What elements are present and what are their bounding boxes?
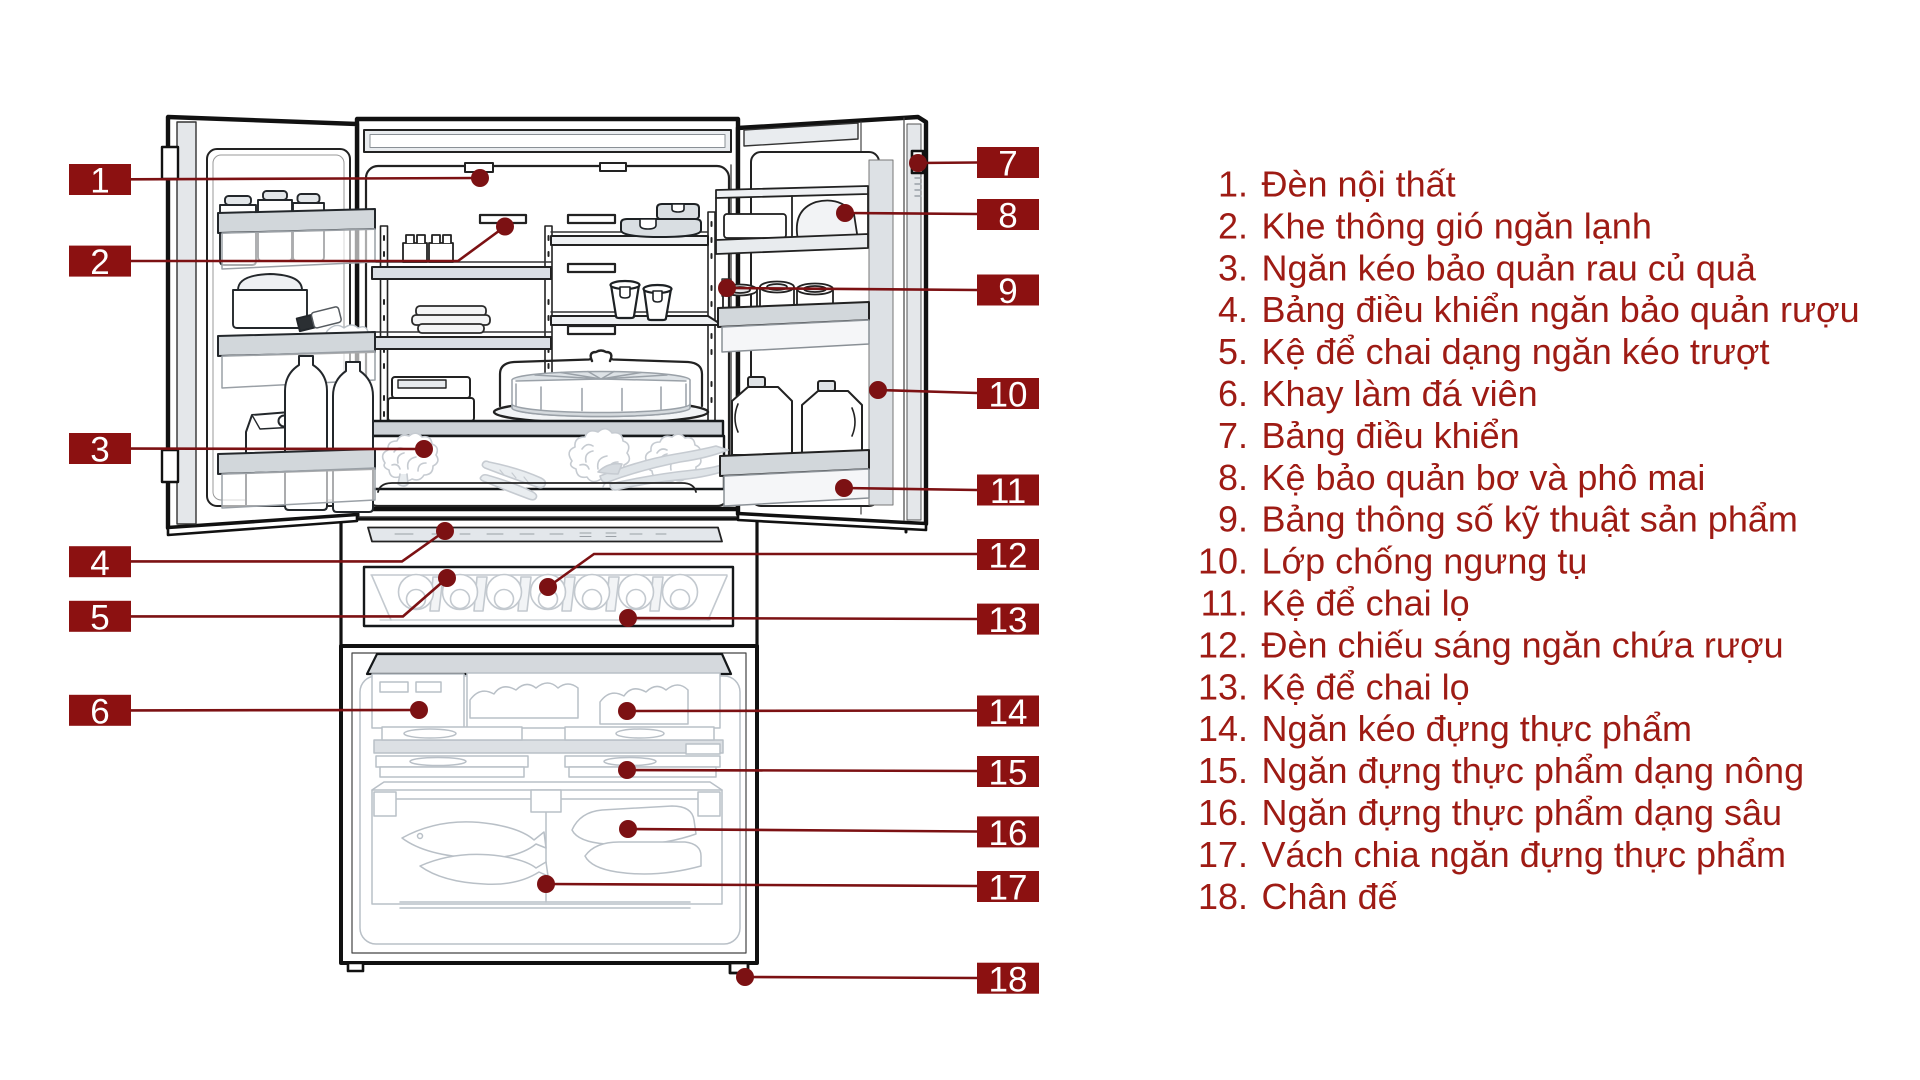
svg-text:Kệ bảo quản bơ và phô mai: Kệ bảo quản bơ và phô mai (1262, 457, 1706, 498)
svg-text:Bảng điều khiển: Bảng điều khiển (1262, 415, 1520, 456)
svg-text:10: 10 (989, 376, 1028, 415)
svg-text:16: 16 (989, 814, 1028, 853)
svg-text:17: 17 (989, 869, 1028, 908)
svg-text:Khe thông gió ngăn lạnh: Khe thông gió ngăn lạnh (1262, 205, 1652, 246)
svg-text:6.: 6. (1218, 373, 1248, 414)
svg-text:Kệ để chai lọ: Kệ để chai lọ (1262, 666, 1470, 707)
svg-text:Ngăn kéo bảo quản rau củ quả: Ngăn kéo bảo quản rau củ quả (1262, 247, 1757, 288)
svg-text:Bảng điều khiển ngăn bảo quản: Bảng điều khiển ngăn bảo quản rượu (1262, 289, 1860, 330)
svg-text:Đèn nội thất: Đèn nội thất (1262, 164, 1456, 205)
svg-text:2: 2 (90, 243, 109, 282)
svg-text:4: 4 (90, 544, 109, 583)
svg-text:Khay làm đá viên: Khay làm đá viên (1262, 373, 1538, 414)
svg-text:Lớp chống ngưng tụ: Lớp chống ngưng tụ (1262, 541, 1588, 582)
svg-text:14.: 14. (1198, 708, 1248, 749)
svg-text:18: 18 (989, 960, 1028, 999)
svg-text:8: 8 (998, 197, 1017, 236)
svg-text:5: 5 (90, 598, 109, 637)
svg-text:Bảng thông số kỹ thuật sản phẩ: Bảng thông số kỹ thuật sản phẩm (1262, 499, 1798, 540)
svg-text:9.: 9. (1218, 499, 1248, 540)
svg-text:15: 15 (989, 754, 1028, 793)
svg-text:Kệ để chai lọ: Kệ để chai lọ (1262, 583, 1470, 624)
svg-text:9: 9 (998, 272, 1017, 311)
svg-text:13: 13 (989, 601, 1028, 640)
svg-text:15.: 15. (1198, 750, 1248, 791)
svg-text:2.: 2. (1218, 205, 1248, 246)
svg-text:Ngăn đựng thực phẩm dạng sâu: Ngăn đựng thực phẩm dạng sâu (1262, 792, 1783, 833)
svg-text:5.: 5. (1218, 331, 1248, 372)
svg-text:11: 11 (990, 472, 1026, 511)
svg-text:Đèn chiếu sáng ngăn chứa rượu: Đèn chiếu sáng ngăn chứa rượu (1262, 624, 1784, 665)
svg-text:16.: 16. (1198, 792, 1248, 833)
svg-text:10.: 10. (1198, 541, 1248, 582)
svg-text:Ngăn kéo đựng thực phẩm: Ngăn kéo đựng thực phẩm (1262, 708, 1692, 749)
svg-text:6: 6 (90, 692, 109, 731)
svg-text:Chân đế: Chân đế (1262, 876, 1398, 917)
svg-text:13.: 13. (1198, 666, 1248, 707)
svg-text:11.: 11. (1201, 583, 1248, 624)
svg-text:1.: 1. (1218, 164, 1248, 205)
svg-text:3.: 3. (1218, 247, 1248, 288)
svg-text:18.: 18. (1198, 876, 1248, 917)
svg-text:12: 12 (989, 537, 1028, 576)
svg-text:17.: 17. (1198, 834, 1248, 875)
svg-text:7.: 7. (1218, 415, 1248, 456)
svg-text:Kệ để chai dạng ngăn kéo trượt: Kệ để chai dạng ngăn kéo trượt (1262, 331, 1770, 372)
svg-text:4.: 4. (1218, 289, 1248, 330)
svg-text:7: 7 (998, 145, 1017, 184)
svg-text:Vách chia ngăn đựng thực phẩm: Vách chia ngăn đựng thực phẩm (1262, 834, 1787, 875)
svg-text:14: 14 (989, 693, 1028, 732)
svg-text:Ngăn đựng thực phẩm dạng nông: Ngăn đựng thực phẩm dạng nông (1262, 750, 1805, 791)
svg-text:12.: 12. (1198, 624, 1248, 665)
svg-text:1: 1 (90, 162, 109, 201)
svg-text:3: 3 (90, 431, 109, 470)
svg-text:8.: 8. (1218, 457, 1248, 498)
